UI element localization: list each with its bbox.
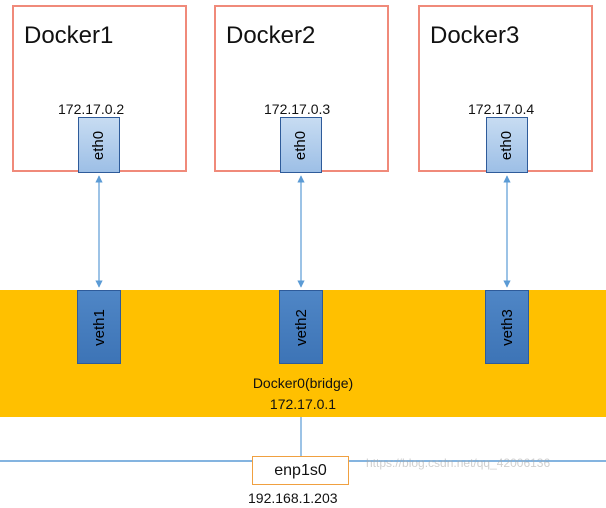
docker1-eth0: eth0 xyxy=(78,117,120,173)
host-interface: enp1s0 xyxy=(252,456,349,485)
container-title: Docker3 xyxy=(430,22,520,49)
watermark: https://blog.csdn.net/qq_42006136 xyxy=(366,456,551,470)
veth3-interface: veth3 xyxy=(485,290,529,364)
bridge-ip: 172.17.0.1 xyxy=(269,396,337,412)
docker2-eth0: eth0 xyxy=(280,117,322,173)
docker2-container: Docker2 172.17.0.3 xyxy=(214,5,389,172)
iface-label: eth0 xyxy=(498,130,516,160)
container-ip: 172.17.0.3 xyxy=(264,101,331,117)
docker3-eth0: eth0 xyxy=(486,117,528,173)
veth1-interface: veth1 xyxy=(77,290,121,364)
iface-label: eth0 xyxy=(90,130,108,160)
host-ip: 192.168.1.203 xyxy=(248,490,338,506)
iface-label: veth3 xyxy=(498,308,516,346)
bridge-name: Docker0(bridge) xyxy=(252,375,354,391)
iface-label: eth0 xyxy=(292,130,310,160)
veth2-interface: veth2 xyxy=(279,290,323,364)
iface-label: veth1 xyxy=(90,308,108,346)
container-title: Docker2 xyxy=(226,22,316,49)
docker1-container: Docker1 172.17.0.2 xyxy=(12,5,187,172)
container-title: Docker1 xyxy=(24,22,114,49)
container-ip: 172.17.0.2 xyxy=(58,101,125,117)
iface-label: veth2 xyxy=(292,308,310,346)
container-ip: 172.17.0.4 xyxy=(468,101,535,117)
